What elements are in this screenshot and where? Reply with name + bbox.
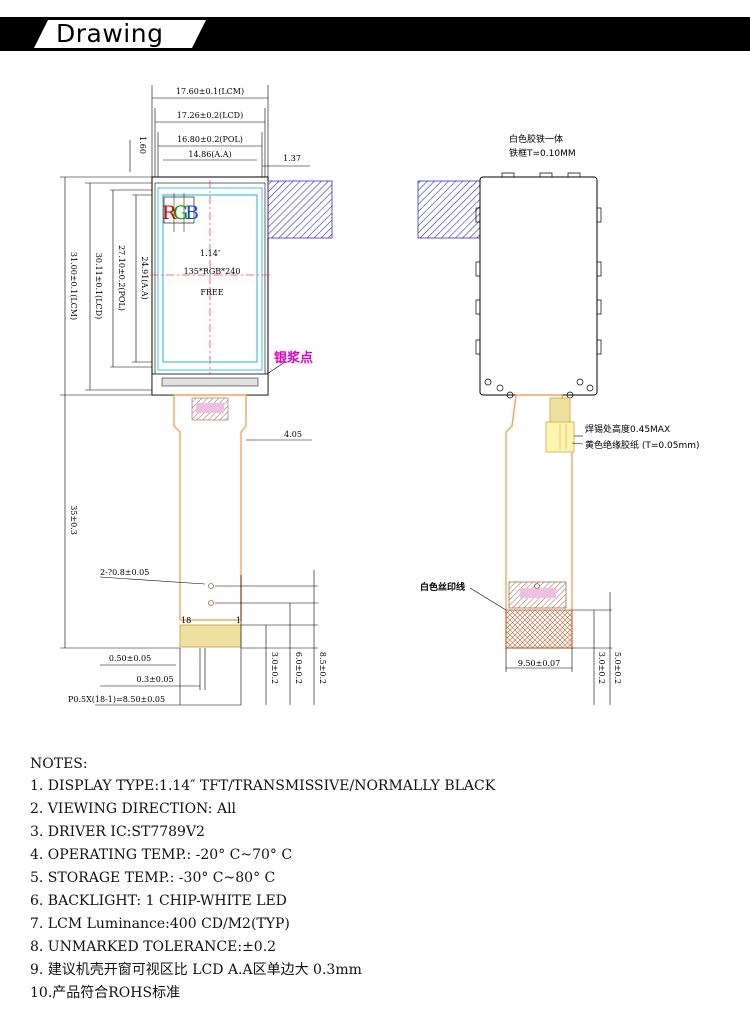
tape-flap-hatched <box>267 180 333 239</box>
dim-aa-height: 24.91(A.A) <box>140 256 149 299</box>
note-item: 10.产品符合ROHS标准 <box>30 985 181 1001</box>
note-item: 4. OPERATING TEMP.: -20° C~70° C <box>30 847 293 863</box>
dim-pitch: P0.5X(18-1)=8.50±0.05 <box>68 695 165 704</box>
rgb-pixel-box <box>163 196 195 224</box>
note-item: 1. DISPLAY TYPE:1.14″ TFT/TRANSMISSIVE/N… <box>30 778 496 794</box>
note-item: 9. 建议机壳开窗可视区比 LCD A.A区单边大 0.3mm <box>30 962 362 978</box>
drawing-header: Drawing <box>0 17 750 51</box>
dim-lcd-width: 17.26±0.2(LCD) <box>177 111 243 120</box>
dim-stiffener-width: 9.50±0.07 <box>518 659 560 668</box>
back-iron-frame <box>479 176 598 396</box>
header-tab <box>34 20 206 48</box>
back-dimensions <box>505 592 612 705</box>
notes-section: NOTES: 1. DISPLAY TYPE:1.14″ TFT/TRANSMI… <box>30 753 730 1005</box>
pin-first-label: 18 <box>181 616 191 625</box>
dim-pol-width: 16.80±0.2(POL) <box>177 135 243 144</box>
silver-paste-label: 银浆点 <box>274 350 313 366</box>
frame-note-2: 铁框T=0.10MM <box>509 147 576 159</box>
fpc-hole-2 <box>208 600 214 606</box>
dim-left-offset: 1.60 <box>138 136 147 154</box>
dim-3-back: 3.0±0.2 <box>597 652 606 684</box>
pin-last-label: 1 <box>236 616 241 625</box>
dim-right-offset: 1.37 <box>283 154 301 163</box>
dim-fpc-length: 35±0.3 <box>69 505 78 535</box>
note-item: 3. DRIVER IC:ST7789V2 <box>30 824 205 840</box>
note-item: 5. STORAGE TEMP.: -30° C~80° C <box>30 870 276 886</box>
dim-3-front: 3.0±0.2 <box>270 652 279 684</box>
insulation-tape-note: 黄色绝缘胶纸 (T=0.05mm) <box>585 439 700 451</box>
resolution-label: 135*RGB*240 <box>184 267 241 276</box>
solder-pads <box>549 397 571 425</box>
dim-hole-spec: 2-?0.8±0.05 <box>100 568 149 577</box>
fpc-contacts <box>179 624 242 648</box>
dim-pin-width: 0.50±0.05 <box>109 654 151 663</box>
dim-aa-width: 14.86(A.A) <box>188 150 231 159</box>
note-item: 6. BACKLIGHT: 1 CHIP-WHITE LED <box>30 893 287 909</box>
rgb-g-label: G <box>173 202 188 224</box>
back-view: 白色胶铁一体 铁框T=0.10MM <box>417 133 700 705</box>
dim-6-front: 6.0±0.2 <box>294 652 303 684</box>
dim-pin-gap: 0.3±0.05 <box>136 675 173 684</box>
rgb-b-label: B <box>185 202 199 224</box>
technical-drawing: 17.60±0.1(LCM) 17.26±0.2(LCD) 16.80±0.2(… <box>60 85 700 706</box>
free-label: FREE <box>200 288 223 297</box>
top-dimensions <box>129 85 310 185</box>
dim-lcd-height: 30.11±0.1(LCD) <box>94 253 103 319</box>
notes-title: NOTES: <box>30 756 88 772</box>
dim-lcm-height: 31.00±0.1(LCM) <box>69 252 78 320</box>
fpc-hole-1 <box>208 583 214 589</box>
note-item: 2. VIEWING DIRECTION: All <box>30 801 237 817</box>
rgb-r-label: R <box>162 202 177 224</box>
dim-5-back: 5.0±0.2 <box>613 652 622 684</box>
display-size-label: 1.14″ <box>200 249 221 258</box>
back-stiffener <box>505 609 573 649</box>
driver-ic <box>161 377 259 387</box>
dim-fpc-offset: 4.05 <box>284 430 302 439</box>
dim-pol-height: 27.10±0.2(POL) <box>117 245 126 311</box>
silkscreen-note: 白色丝印线 <box>420 581 465 593</box>
lower-dimensions <box>60 395 318 706</box>
solder-height-note: 焊锡处高度0.45MAX <box>585 423 670 435</box>
header-title: Drawing <box>56 19 164 48</box>
note-item: 7. LCM Luminance:400 CD/M2(TYP) <box>30 916 290 932</box>
frame-note-1: 白色胶铁一体 <box>509 133 563 145</box>
note-item: 8. UNMARKED TOLERANCE:±0.2 <box>30 939 277 955</box>
dim-85-front: 8.5±0.2 <box>318 652 327 684</box>
front-view: 17.60±0.1(LCM) 17.26±0.2(LCD) 16.80±0.2(… <box>60 85 333 706</box>
frame-tabs <box>475 172 602 355</box>
dim-lcm-width: 17.60±0.1(LCM) <box>176 87 244 96</box>
back-tape-flap <box>417 180 483 239</box>
